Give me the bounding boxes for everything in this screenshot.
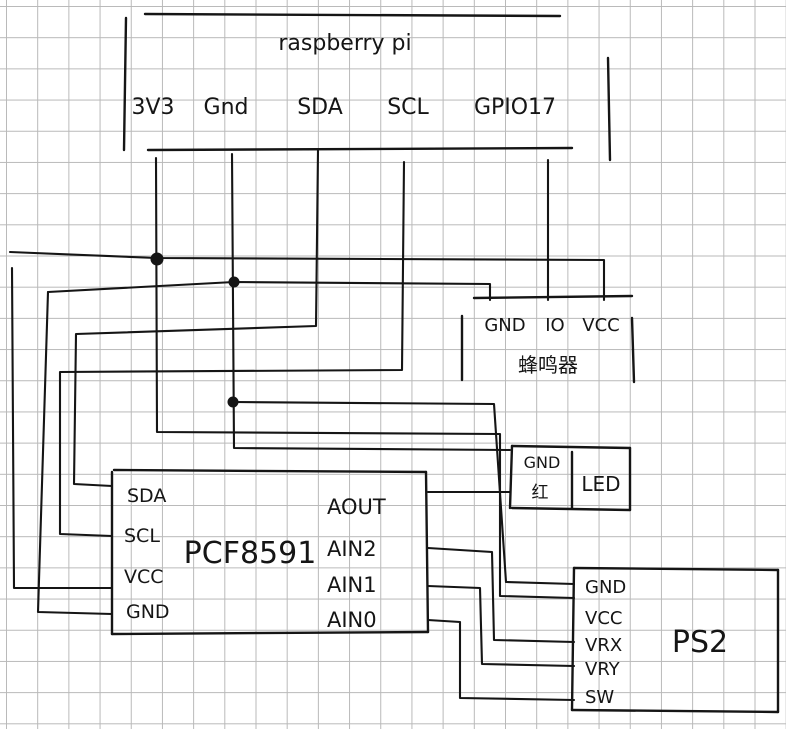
junction-dot-gnd-lower [227,396,239,408]
wire-ain0-to-sw [426,618,576,702]
pin-label-sda: SDA [297,95,343,120]
pcf-pin-ain2: AIN2 [327,537,377,561]
ps2-pin-vcc: VCC [585,608,622,629]
junction-dot-3v3 [150,252,164,266]
ps2-pin-sw: SW [585,687,614,708]
wire-sda [72,148,320,488]
ps2-name: PS2 [672,625,728,660]
wire-3v3-vertical [154,156,576,600]
wire-3v3-rail [8,250,606,302]
raspberry-pi-board: raspberry pi 3V3 Gnd SDA SCL GPIO17 [122,12,612,162]
ps2-pin-vrx: VRX [585,635,622,656]
pin-label-scl: SCL [387,95,429,120]
wire-scl [58,160,406,538]
wire-gnd-vertical [230,152,512,452]
pin-label-gnd: Gnd [204,95,249,120]
pcf-pin-sda: SDA [127,485,166,507]
wire-3v3-to-pcf-vcc [10,266,114,590]
led-pin-red: 红 [532,483,549,503]
pcf8591-module: PCF8591 SDA SCL VCC GND AOUT AIN2 AIN1 A… [110,468,430,636]
wire-gnd-rail [46,280,492,302]
buzzer-name: 蜂鸣器 [518,353,578,377]
pcf-pin-gnd: GND [126,601,170,623]
buzzer-module: GND IO VCC 蜂鸣器 [460,294,636,384]
pin-label-3v3: 3V3 [131,95,174,120]
ps2-joystick-module: PS2 GND VCC VRX VRY SW [570,566,780,714]
buzzer-pin-vcc: VCC [582,315,619,336]
pin-label-gpio17: GPIO17 [474,95,556,120]
pcf-pin-aout: AOUT [327,495,386,519]
led-name: LED [581,472,620,496]
raspberry-pi-title: raspberry pi [278,31,411,56]
led-pin-gnd: GND [524,453,561,472]
led-module: GND 红 LED [508,444,632,512]
ps2-pin-gnd: GND [585,577,626,598]
junction-dot-gnd [228,276,240,288]
pcf-pin-ain1: AIN1 [327,573,377,597]
pcf8591-name: PCF8591 [184,536,317,571]
pcf-pin-ain0: AIN0 [327,608,377,632]
buzzer-pin-gnd: GND [484,315,525,336]
pcf-pin-scl: SCL [124,525,160,547]
ps2-pin-vry: VRY [585,659,621,680]
buzzer-pin-io: IO [545,315,564,336]
wire-ain1-to-vry [426,584,576,668]
wire-gnd-to-pcf-gnd [36,290,114,616]
wire-ain2-to-vrx [426,546,576,644]
pcf-pin-vcc: VCC [124,566,164,588]
